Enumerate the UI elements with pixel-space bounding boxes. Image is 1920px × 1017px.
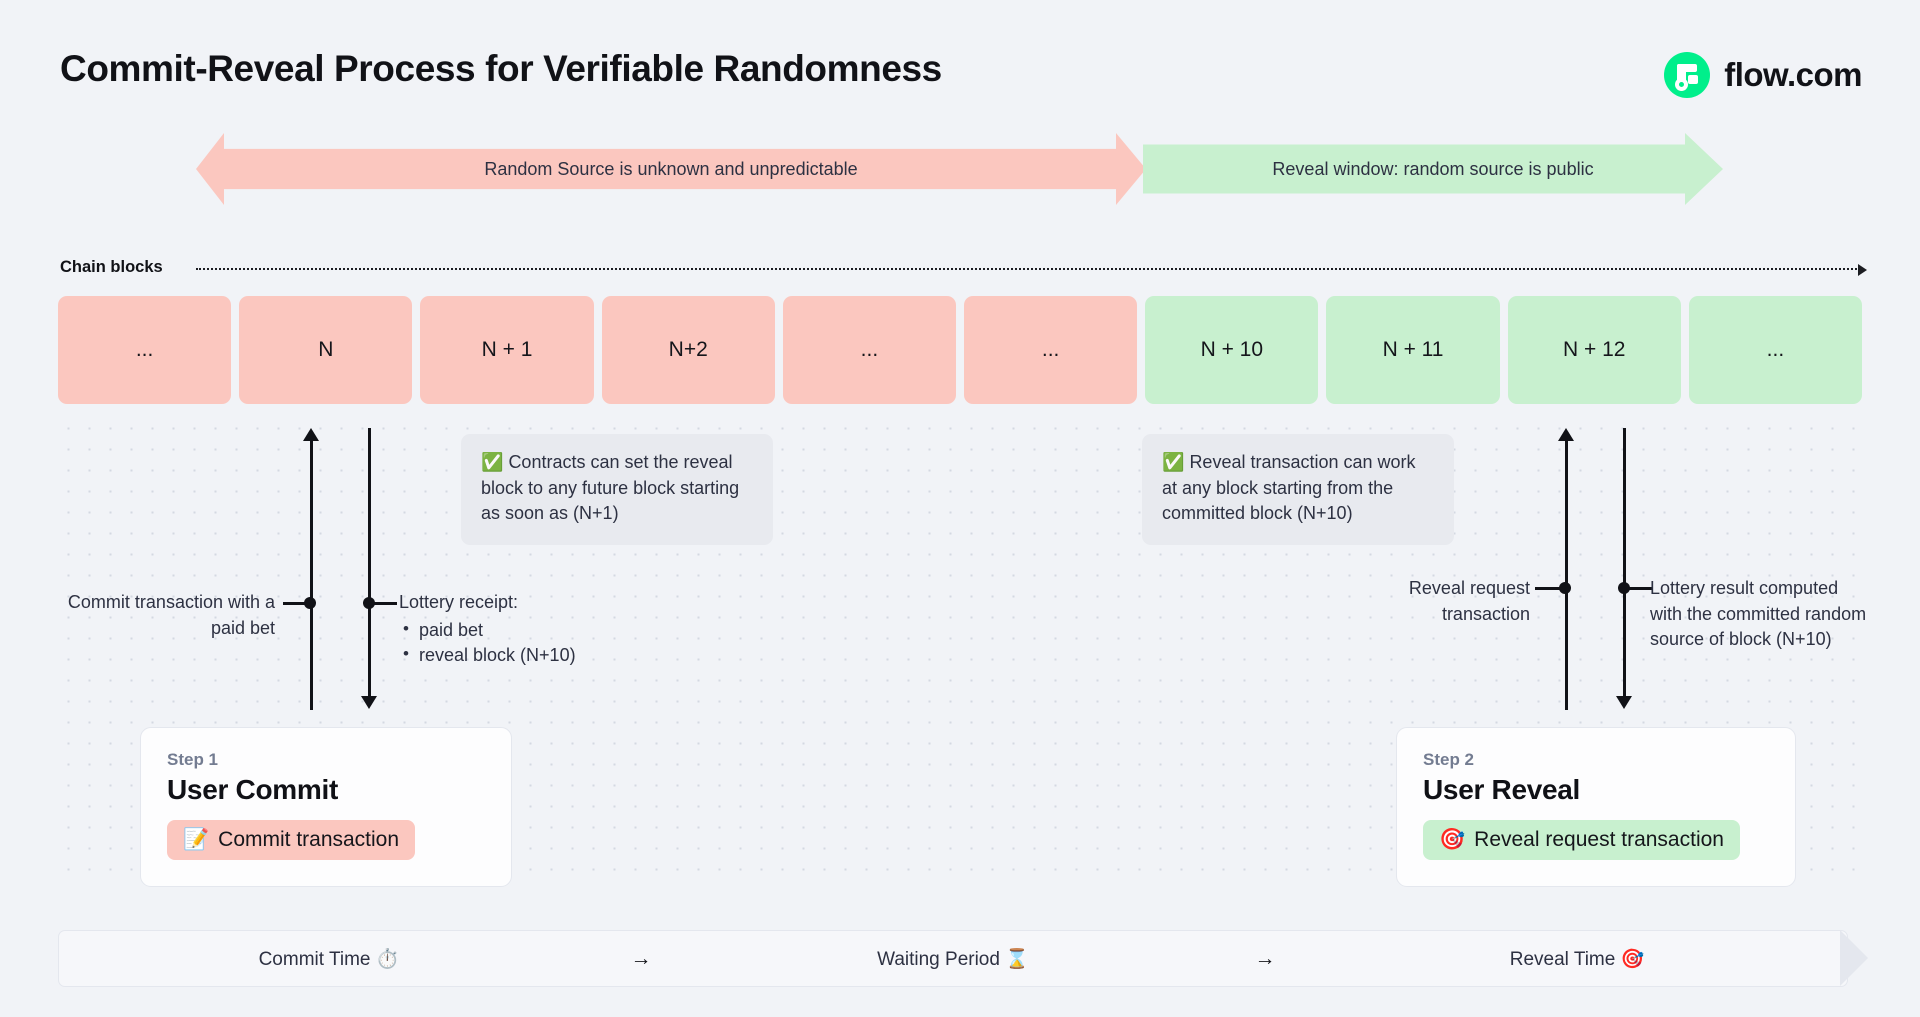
page-title: Commit-Reveal Process for Verifiable Ran…: [60, 48, 942, 89]
commit-transaction-pill[interactable]: 📝 Commit transaction: [167, 820, 416, 860]
white-check-mark-icon: ✅: [1162, 452, 1185, 472]
white-check-mark-icon: ✅: [481, 452, 504, 472]
step-label: Step 1: [167, 750, 219, 769]
label-lottery-receipt: Lottery receipt: paid bet reveal block (…: [399, 590, 669, 669]
timeline-segment-waiting: Waiting Period ⌛: [877, 948, 1029, 970]
banner-unknown-label: Random Source is unknown and unpredictab…: [484, 158, 858, 179]
reveal-arrow-head-up: [1558, 428, 1574, 441]
chain-block: ...: [782, 296, 957, 404]
chain-block: N+2: [601, 296, 775, 404]
window-banners: Random Source is unknown and unpredictab…: [0, 133, 1920, 205]
reveal-anchor-dot: [1559, 582, 1571, 594]
timeline-end-arrow-icon: [1840, 930, 1868, 986]
chain-block: ...: [1688, 296, 1863, 404]
chain-timeline-axis: [196, 264, 1867, 276]
result-anchor-dot: [1618, 582, 1630, 594]
chain-blocks-label: Chain blocks: [60, 258, 163, 276]
step-label: Step 2: [1423, 750, 1475, 769]
step-title: User Reveal: [1423, 774, 1581, 805]
chain-block: N + 10: [1145, 296, 1319, 404]
phase-timeline: Commit Time ⏱️ → Waiting Period ⌛ → Reve…: [58, 930, 1848, 987]
callout-contracts-text: Contracts can set the reveal block to an…: [481, 452, 740, 524]
chain-block: ...: [964, 296, 1138, 404]
label-lottery-result: Lottery result computed with the committ…: [1650, 578, 1867, 650]
banner-unknown-window: Random Source is unknown and unpredictab…: [196, 133, 1146, 205]
chain-block: ...: [58, 296, 232, 404]
receipt-arrow-head-down: [361, 696, 377, 709]
chain-blocks-row: ... N N + 1 N+2 ... ... N + 10 N + 11 N …: [58, 296, 1863, 404]
memo-icon: 📝: [183, 828, 210, 851]
list-item: paid bet: [399, 617, 669, 644]
step-card-user-commit: Step 1 User Commit 📝 Commit transaction: [140, 727, 512, 887]
callout-contracts: ✅ Contracts can set the reveal block to …: [461, 434, 773, 546]
chain-block: N + 11: [1326, 296, 1500, 404]
pill-label: Reveal request transaction: [1474, 828, 1724, 851]
step-card-user-reveal: Step 2 User Reveal 🎯 Reveal request tran…: [1396, 727, 1796, 887]
chain-block: N + 12: [1507, 296, 1681, 404]
commit-connector: [283, 602, 307, 605]
lottery-receipt-title: Lottery receipt:: [399, 592, 519, 612]
list-item: reveal block (N+10): [399, 642, 669, 669]
commit-anchor-dot: [304, 597, 316, 609]
callout-reveal-text: Reveal transaction can work at any block…: [1162, 452, 1416, 524]
target-icon: 🎯: [1439, 828, 1466, 851]
arrow-right-icon: →: [1254, 946, 1276, 970]
arrow-right-icon: →: [630, 946, 652, 970]
chain-block: N + 1: [420, 296, 594, 404]
result-arrow-head-down: [1616, 696, 1632, 709]
lottery-receipt-list: paid bet reveal block (N+10): [399, 617, 669, 669]
reveal-arrow-line: [1565, 440, 1568, 710]
banner-reveal-window: Reveal window: random source is public: [1143, 133, 1723, 205]
label-reveal-request: Reveal request transaction: [1408, 578, 1530, 624]
reveal-connector: [1535, 587, 1561, 590]
timeline-segment-reveal: Reveal Time 🎯: [1509, 948, 1645, 970]
result-connector: [1628, 587, 1652, 590]
step-title: User Commit: [167, 774, 338, 805]
commit-arrow-head-up: [303, 428, 319, 441]
receipt-anchor-dot: [363, 597, 375, 609]
result-arrow-line: [1623, 428, 1626, 696]
chain-block: N: [239, 296, 413, 404]
commit-arrow-line: [310, 440, 313, 710]
receipt-arrow-line: [368, 428, 371, 696]
brand-name: flow.com: [1724, 56, 1862, 93]
banner-reveal-label: Reveal window: random source is public: [1272, 158, 1594, 179]
label-commit-transaction: Commit transaction with a paid bet: [67, 592, 275, 638]
brand-logo: flow.com: [1664, 52, 1862, 98]
pill-label: Commit transaction: [218, 828, 400, 851]
flow-logo-icon: [1664, 52, 1711, 98]
timeline-segment-commit: Commit Time ⏱️: [258, 948, 400, 970]
reveal-request-pill[interactable]: 🎯 Reveal request transaction: [1423, 820, 1740, 860]
receipt-connector: [373, 602, 397, 605]
callout-reveal: ✅ Reveal transaction can work at any blo…: [1142, 434, 1454, 546]
